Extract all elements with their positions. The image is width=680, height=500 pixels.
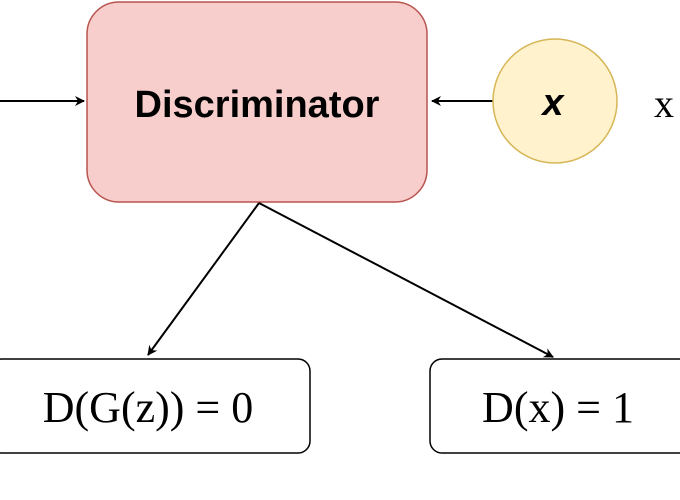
discriminator-label: Discriminator (135, 84, 380, 126)
real-output-box (429, 358, 680, 454)
fake-output-node: D(G(z)) = 0 (0, 358, 311, 454)
real-input-node: x (492, 38, 618, 164)
real-input-label: x (540, 82, 565, 124)
fake-output-box (0, 358, 311, 454)
fake-output-label: D(G(z)) = 0 (43, 383, 254, 432)
discriminator-node: Discriminator (86, 1, 428, 203)
arrow-to-real-output (258, 202, 554, 358)
real-output-node: D(x) = 1 (429, 358, 680, 454)
side-x-label: x (654, 81, 674, 126)
real-output-label: D(x) = 1 (482, 383, 634, 432)
discriminator-box (86, 1, 428, 203)
arrow-to-fake-output (147, 202, 260, 356)
real-input-circle (492, 38, 618, 164)
clipped-left-glyph: D (0, 50, 1, 95)
